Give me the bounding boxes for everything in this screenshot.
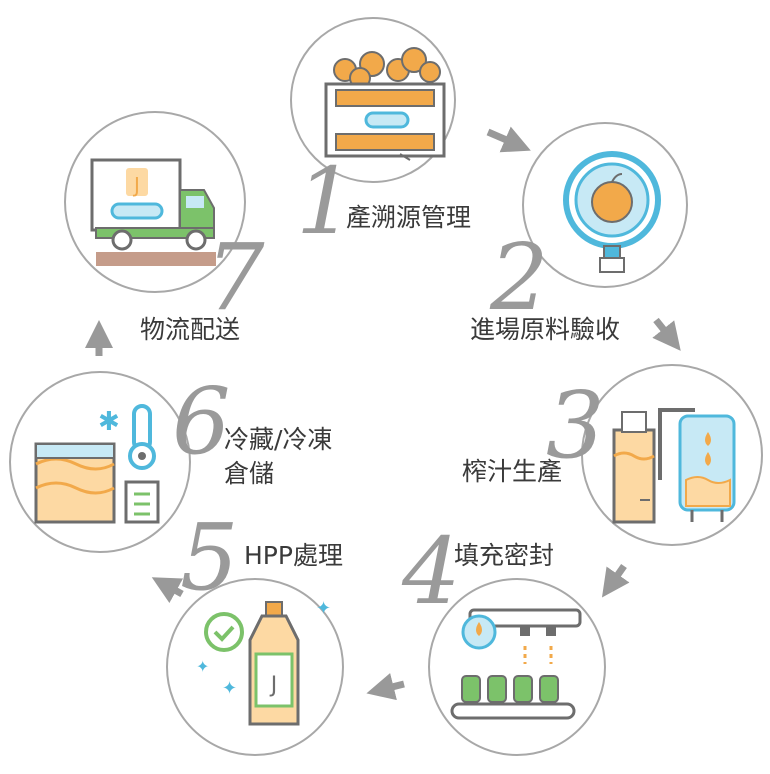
svg-text:✦: ✦ — [196, 657, 209, 676]
step-1-number: 1 — [296, 148, 355, 255]
arrow-3-to-4 — [601, 563, 630, 598]
juice-tanks-icon — [612, 408, 736, 524]
truck-badge-letter: J — [132, 173, 140, 197]
arrow-2-to-3 — [652, 317, 681, 351]
svg-text:✦: ✦ — [316, 598, 331, 619]
arrow-4-to-5 — [366, 673, 405, 701]
arrow-1-to-2 — [486, 126, 531, 153]
crate-of-oranges-icon — [324, 47, 446, 161]
step-7-label: 物流配送 — [140, 315, 241, 344]
step-3-number: 3 — [546, 372, 605, 479]
step-5-label: HPP處理 — [244, 541, 343, 570]
delivery-truck-icon: J — [90, 158, 216, 266]
magnifier-orange-icon — [563, 151, 661, 273]
svg-text:✱: ✱ — [98, 407, 120, 437]
step-6-number: 6 — [172, 368, 231, 475]
step-4-label: 填充密封 — [454, 541, 555, 570]
step-6-label-line-1: 冷藏/冷凍 — [224, 425, 333, 454]
arrow-5-to-6 — [151, 577, 184, 604]
step-1-label: 產溯源管理 — [346, 203, 472, 232]
hpp-bottle-icon: J ✦ ✦ ✦ — [196, 598, 331, 726]
bottle-badge-letter: J — [269, 673, 278, 698]
step-2-number: 2 — [490, 224, 549, 331]
step-7-number: 7 — [206, 224, 265, 331]
filling-conveyor-icon — [450, 608, 582, 720]
step-2-label: 進場原料驗收 — [470, 315, 621, 344]
step-6-label-line-2: 倉儲 — [224, 459, 275, 488]
step-5-number: 5 — [180, 504, 239, 611]
step-3-label: 榨汁生產 — [462, 457, 563, 486]
svg-text:✦: ✦ — [222, 678, 237, 699]
flow-arrows — [85, 126, 681, 701]
step-4-number: 4 — [402, 518, 461, 625]
cold-storage-icon: ✱ — [34, 404, 160, 524]
